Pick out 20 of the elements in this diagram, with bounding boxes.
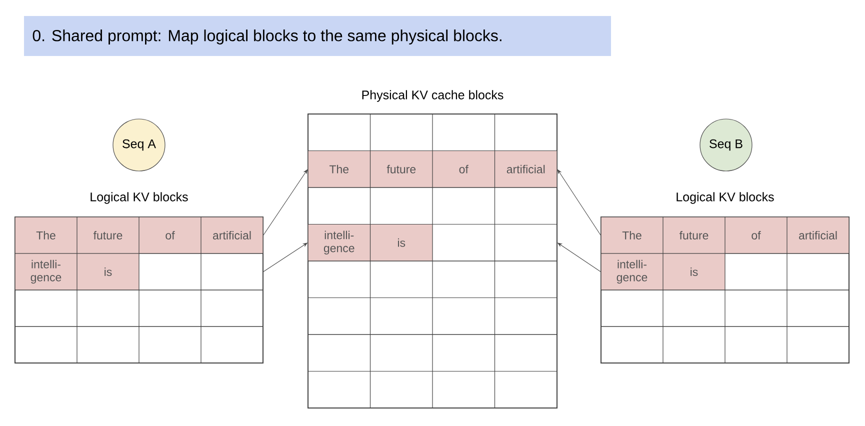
block-row: The future of artificial — [14, 216, 264, 254]
block-row — [308, 187, 558, 225]
node-label: Logical KV blocks — [90, 192, 188, 204]
block-row — [600, 290, 850, 327]
block-row: intelli- gence is — [14, 253, 264, 290]
node-label: Physical KV cache blocks — [362, 90, 504, 102]
block-row — [14, 290, 264, 327]
block-row: The future of artificial — [308, 150, 558, 188]
block-row — [308, 297, 558, 335]
block-row: The future of artificial — [600, 216, 850, 254]
block-row — [600, 326, 850, 364]
node-label: Logical KV blocks — [676, 192, 774, 204]
title-banner: 0. Shared prompt: Map logical blocks to the same physical blocks. — [24, 16, 611, 56]
block-row: intelli- gence is — [308, 224, 558, 262]
block-row — [308, 370, 558, 408]
block-row: intelli- gence is — [600, 253, 850, 290]
block-row — [308, 334, 558, 372]
block-row — [14, 326, 264, 364]
block-row — [308, 260, 558, 298]
block-row — [308, 114, 558, 152]
